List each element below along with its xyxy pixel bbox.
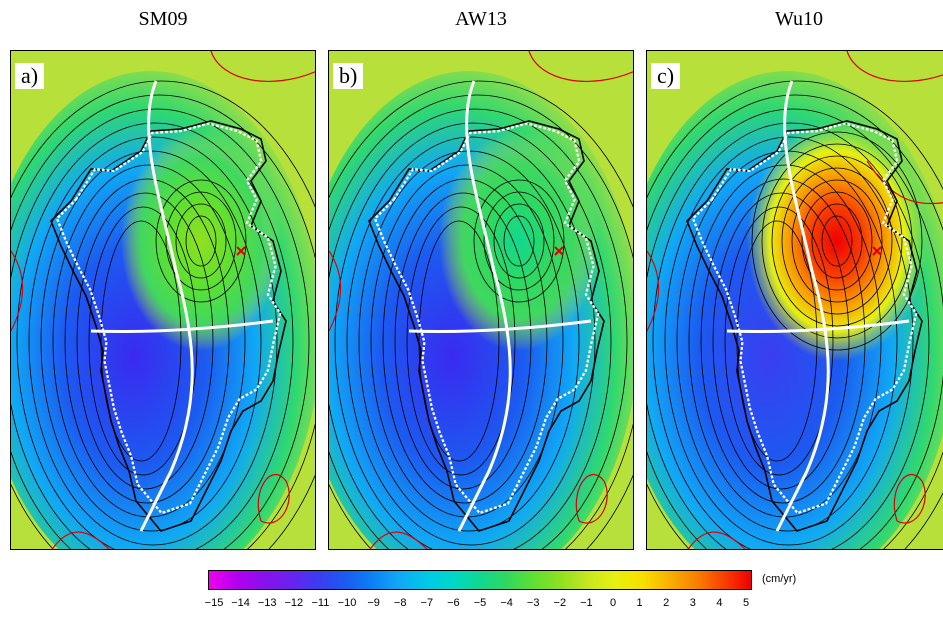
ice-margin (55, 122, 282, 515)
colorbar-tick-label: −6 (447, 597, 460, 609)
colorbar-tick-label: −13 (257, 597, 277, 609)
east-lobe (121, 131, 281, 351)
greenland-coastline (686, 120, 923, 532)
colorbar-tick-label: −1 (580, 597, 593, 609)
zero-contours (11, 51, 315, 549)
colorbar-tick-label: 1 (636, 597, 643, 609)
greenland-coastline (50, 120, 287, 532)
colorbar-tick-label: 5 (742, 597, 750, 609)
colorbar (208, 570, 752, 590)
basin-boundaries (90, 80, 274, 532)
east-lobe (439, 131, 599, 351)
colorbar-tick-label: −15 (204, 597, 224, 609)
panel-title-a: SM09 (138, 8, 188, 30)
map-panel-c: c) (646, 50, 943, 550)
uplift-map-b (329, 51, 633, 549)
ice-margin (373, 122, 600, 515)
basin-boundaries (408, 80, 592, 532)
map-panel-b: b) (328, 50, 634, 550)
east-lobe (747, 121, 927, 361)
colorbar-tick-label: 2 (663, 597, 670, 609)
greenland-coastline (368, 120, 605, 532)
colorbar-tick-label: −11 (311, 597, 330, 609)
colorbar-tick-label: −3 (526, 597, 540, 609)
colorbar-tick-label: −7 (420, 597, 434, 609)
site-marker (554, 246, 564, 256)
panel-title-c: Wu10 (774, 8, 824, 30)
uplift-map-a (11, 51, 315, 549)
panel-label-b: b) (333, 63, 364, 89)
site-marker (872, 246, 882, 256)
colorbar-tick-label: 0 (609, 597, 617, 609)
colorbar-tick-label: −5 (473, 597, 487, 609)
panel-label-c: c) (651, 63, 681, 89)
panel-title-b: AW13 (455, 8, 507, 30)
colorbar-unit: (cm/yr) (762, 573, 797, 585)
colorbar-tick-label: −2 (553, 597, 567, 609)
colorbar-tick-label: −9 (367, 597, 380, 609)
ice-margin (691, 122, 918, 515)
colorbar-tick-label: −4 (500, 597, 513, 609)
colorbar-tick-label: 3 (689, 597, 696, 609)
colorbar-tick-label: −10 (337, 597, 357, 609)
uplift-map-c (647, 51, 943, 549)
colorbar-tick-label: −14 (231, 597, 250, 609)
zero-contours (647, 51, 943, 549)
site-marker (236, 246, 246, 256)
map-panel-a: a) (10, 50, 316, 550)
colorbar-tick-label: −12 (284, 597, 304, 609)
contour-lines (647, 80, 943, 549)
zero-contours (329, 51, 633, 549)
colorbar-tick-label: 4 (716, 597, 723, 609)
colorbar-tick-label: −8 (393, 597, 407, 609)
basin-boundaries (726, 80, 910, 532)
contour-lines (329, 80, 633, 549)
panel-label-a: a) (15, 63, 45, 89)
